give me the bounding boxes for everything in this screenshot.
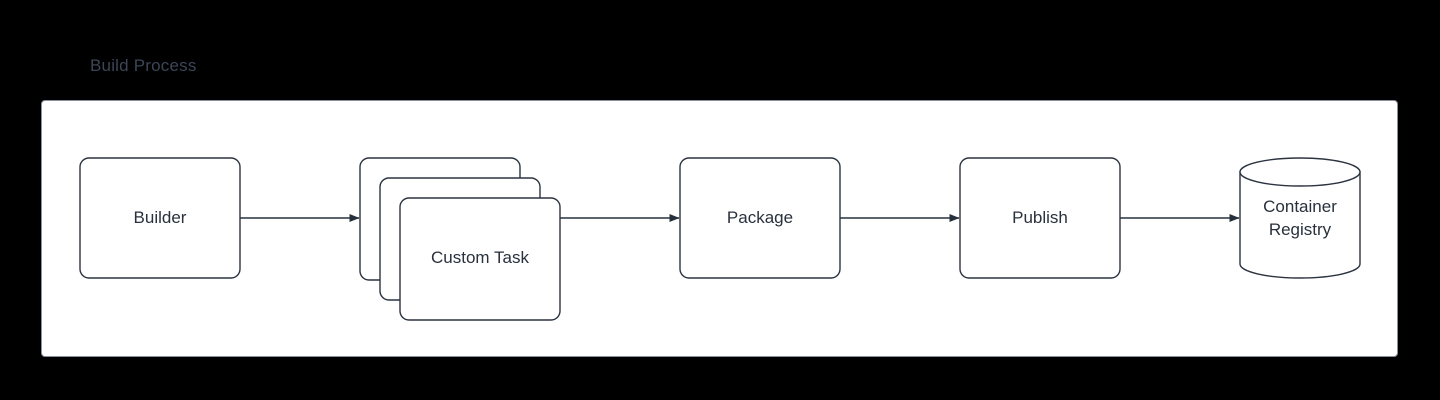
node-publish-shape[interactable] xyxy=(959,157,1121,279)
node-package-shape[interactable] xyxy=(679,157,841,279)
page-title: Build Process xyxy=(90,56,197,75)
node-custom-task-shape-front[interactable] xyxy=(399,197,561,321)
node-container-registry-shape[interactable] xyxy=(1239,157,1361,279)
node-builder-shape[interactable] xyxy=(79,157,241,279)
